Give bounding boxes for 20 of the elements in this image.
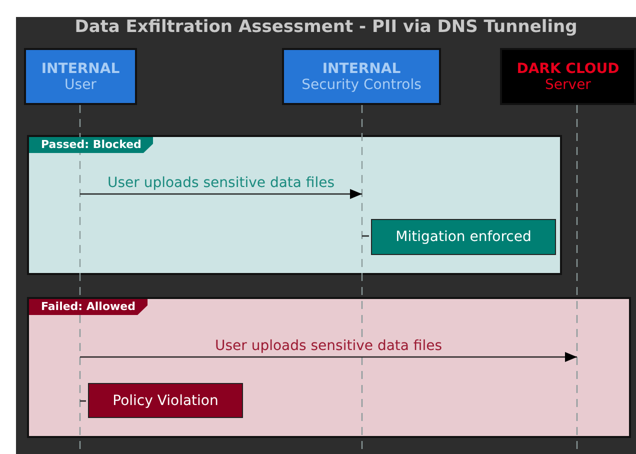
diagram-title: Data Exfiltration Assessment - PII via DNS Tunneling	[74, 17, 578, 37]
participant-name: Server	[545, 76, 591, 92]
participant-box	[500, 48, 636, 105]
note-connector	[80, 400, 86, 402]
message-arrow	[80, 352, 577, 362]
fragment-frame	[27, 135, 562, 275]
participant-name: User	[64, 76, 96, 92]
participant-type: INTERNAL	[41, 60, 120, 76]
message-arrow	[80, 189, 362, 199]
participant-type: DARK CLOUD	[516, 60, 620, 76]
participant-name: Security Controls	[302, 76, 422, 92]
participant-type: INTERNAL	[322, 60, 401, 76]
note-box: Mitigation enforced	[371, 219, 556, 255]
fragment-tab: Passed: Blocked	[29, 137, 154, 153]
fragment-frame	[27, 297, 631, 438]
fragment-tab: Failed: Allowed	[29, 299, 148, 315]
participant-box	[24, 48, 137, 105]
participant-box	[282, 48, 441, 105]
note-connector	[362, 235, 369, 237]
note-box: Policy Violation	[88, 383, 243, 418]
